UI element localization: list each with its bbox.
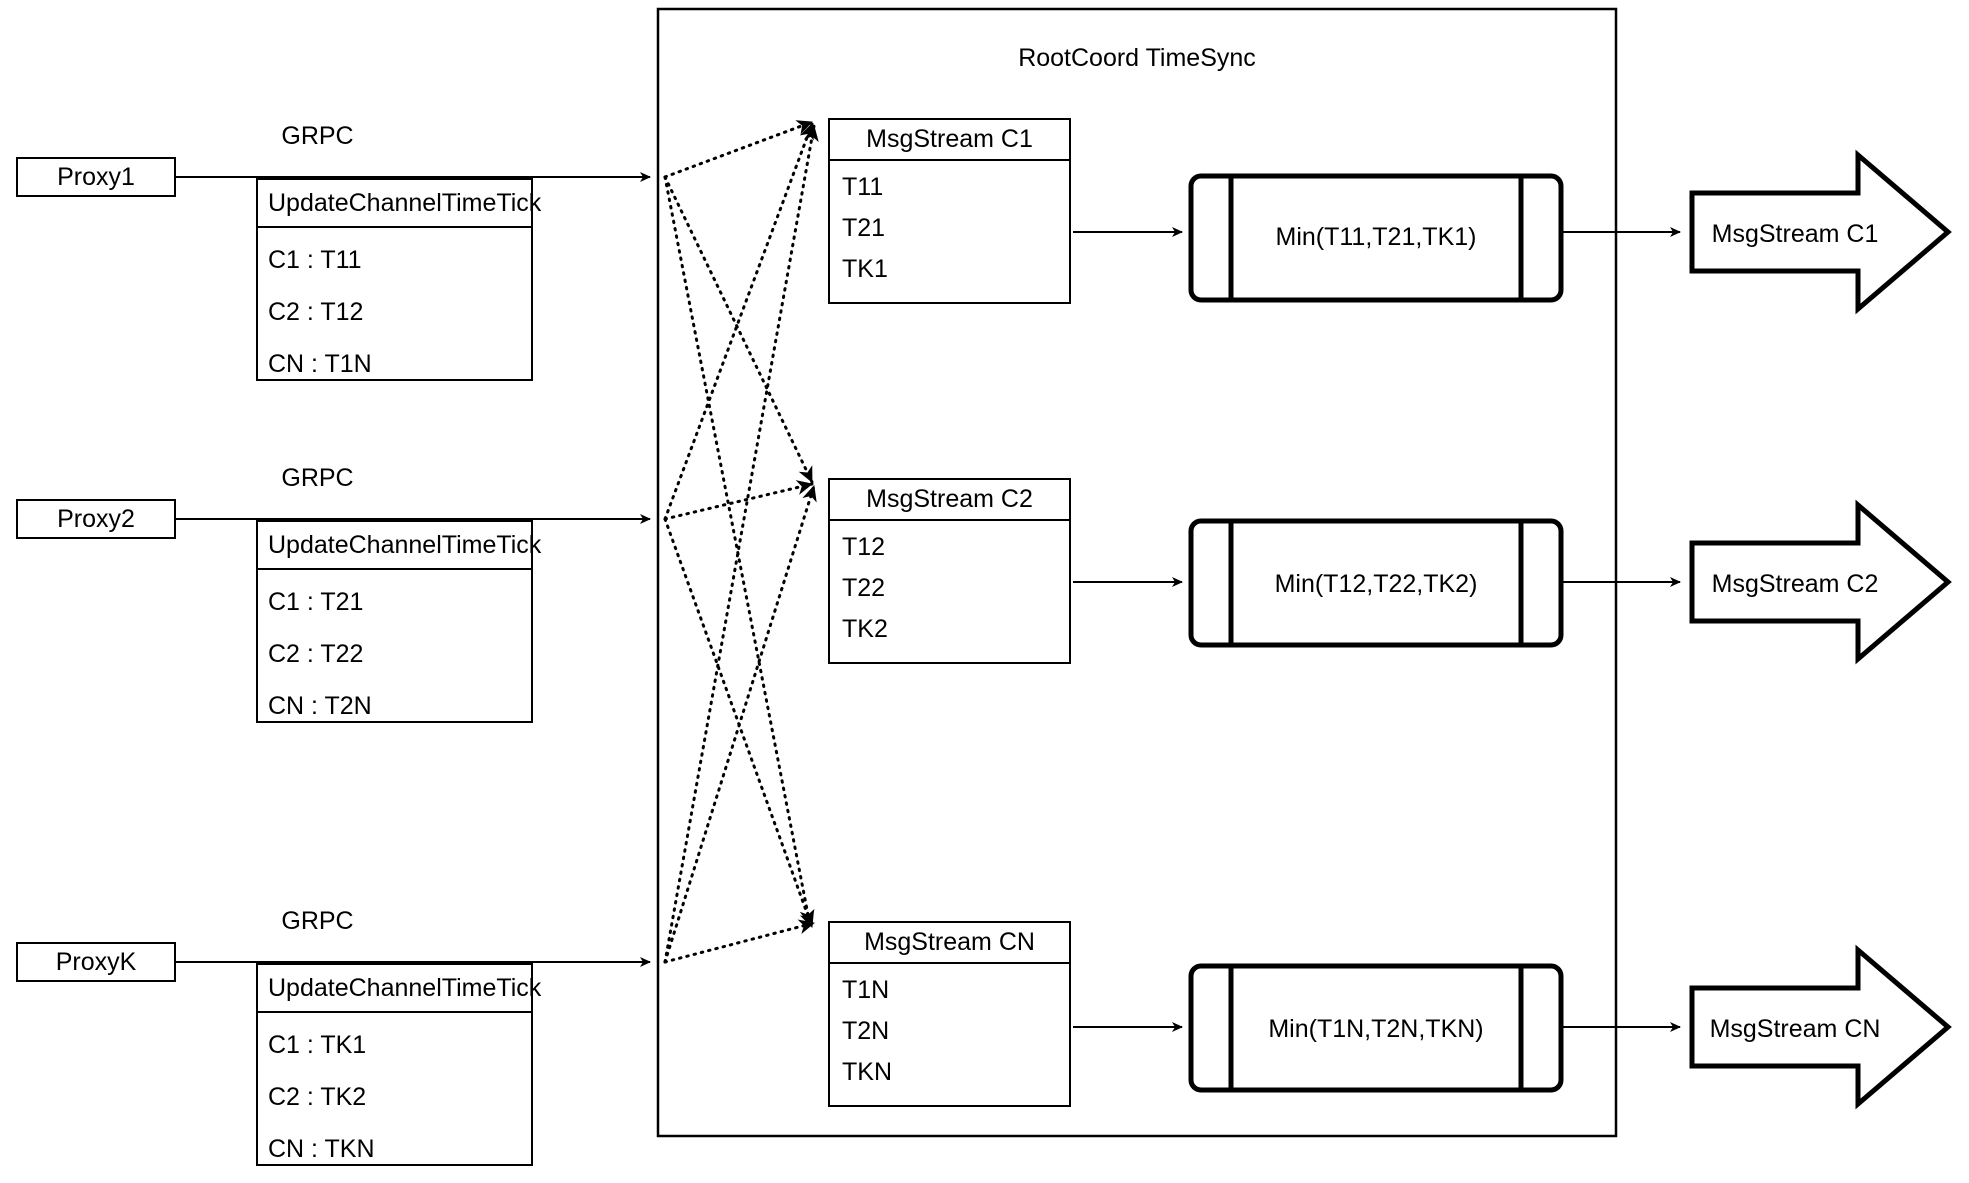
output-label-cn: MsgStream CN [1709, 1015, 1881, 1043]
grpc-label-3: GRPC [281, 907, 354, 935]
update-channel-timetick-box-3: UpdateChannelTimeTick C1 : TK1 C2 : TK2 … [256, 963, 541, 1166]
conn-p1-c2 [663, 175, 814, 484]
msgstream-tick: T21 [842, 214, 886, 242]
min-label-cn: Min(T1N,T2N,TKN) [1268, 1015, 1484, 1043]
proxy-box-1[interactable]: Proxy1 [16, 157, 176, 197]
msgstream-tick: TKN [842, 1058, 892, 1086]
rootcoord-container [656, 7, 1618, 1138]
proxy-name-3: ProxyK [55, 947, 137, 976]
msgstream-title-cn: MsgStream CN [830, 923, 1069, 964]
msgstream-tick: TK1 [842, 255, 888, 283]
proxy-box-3[interactable]: ProxyK [16, 942, 176, 982]
proxy-box-2[interactable]: Proxy2 [16, 499, 176, 539]
msgstream-tick: T2N [842, 1017, 890, 1045]
uct-row: C1 : T11 [268, 246, 362, 274]
conn-pk-cn [663, 919, 816, 964]
msgstream-box-c2: MsgStream C2 T12 T22 TK2 [828, 478, 1071, 664]
uct-rows-2: C1 : T21 C2 : T22 CN : T2N [258, 570, 531, 738]
uct-row: C2 : T12 [268, 298, 364, 326]
proxy-name-2: Proxy2 [57, 504, 135, 533]
uct-rows-1: C1 : T11 C2 : T12 CN : T1N [258, 228, 531, 396]
uct-row: C2 : T22 [268, 640, 364, 668]
msgstream-tick: T22 [842, 574, 886, 602]
uct-row: C2 : TK2 [268, 1083, 367, 1111]
conn-p2-cn [663, 517, 814, 929]
msgstream-box-cn: MsgStream CN T1N T2N TKN [828, 921, 1071, 1107]
min-process-c1 [1188, 173, 1564, 303]
msgstream-tick: T12 [842, 533, 886, 561]
uct-row: CN : T2N [268, 692, 372, 720]
conn-pk-c2 [663, 484, 817, 964]
conn-p2-c2 [663, 480, 814, 521]
conn-p1-cn [663, 175, 815, 927]
update-channel-timetick-box-1: UpdateChannelTimeTick C1 : T11 C2 : T12 … [256, 178, 541, 381]
min-label-c1: Min(T11,T21,TK1) [1275, 223, 1477, 251]
conn-p1-c1 [663, 120, 814, 179]
uct-title-3: UpdateChannelTimeTick [258, 965, 541, 1013]
uct-row: CN : TKN [268, 1135, 375, 1163]
grpc-label-1: GRPC [281, 122, 354, 150]
dotted-connector-group [663, 120, 819, 964]
msgstream-ticks-c1: T11 T21 TK1 [830, 161, 1069, 294]
rootcoord-container-title: RootCoord TimeSync [1018, 44, 1256, 72]
update-channel-timetick-box-2: UpdateChannelTimeTick C1 : T21 C2 : T22 … [256, 520, 541, 723]
msgstream-ticks-c2: T12 T22 TK2 [830, 521, 1069, 654]
uct-row: C1 : TK1 [268, 1031, 367, 1059]
msgstream-box-c1: MsgStream C1 T11 T21 TK1 [828, 118, 1071, 304]
min-label-c2: Min(T12,T22,TK2) [1274, 570, 1478, 598]
msgstream-tick: T1N [842, 976, 890, 1004]
min-process-cn [1188, 963, 1564, 1093]
proxy-name-1: Proxy1 [57, 162, 135, 191]
uct-row: CN : T1N [268, 350, 372, 378]
output-block-arrow-cn [1689, 944, 1952, 1110]
conn-pk-c1 [663, 124, 819, 964]
output-label-c1: MsgStream C1 [1711, 220, 1879, 248]
output-label-c2: MsgStream C2 [1711, 570, 1879, 598]
uct-row: C1 : T21 [268, 588, 364, 616]
output-block-arrow-c2 [1689, 499, 1952, 665]
msgstream-title-c1: MsgStream C1 [830, 120, 1069, 161]
min-process-c2 [1188, 518, 1564, 648]
msgstream-ticks-cn: T1N T2N TKN [830, 964, 1069, 1097]
grpc-label-2: GRPC [281, 464, 354, 492]
uct-title-1: UpdateChannelTimeTick [258, 180, 541, 228]
uct-title-2: UpdateChannelTimeTick [258, 522, 541, 570]
output-block-arrow-c1 [1689, 149, 1952, 315]
conn-p2-c1 [663, 122, 814, 521]
msgstream-title-c2: MsgStream C2 [830, 480, 1069, 521]
msgstream-tick: TK2 [842, 615, 888, 643]
msgstream-tick: T11 [842, 173, 884, 201]
uct-rows-3: C1 : TK1 C2 : TK2 CN : TKN [258, 1013, 531, 1181]
